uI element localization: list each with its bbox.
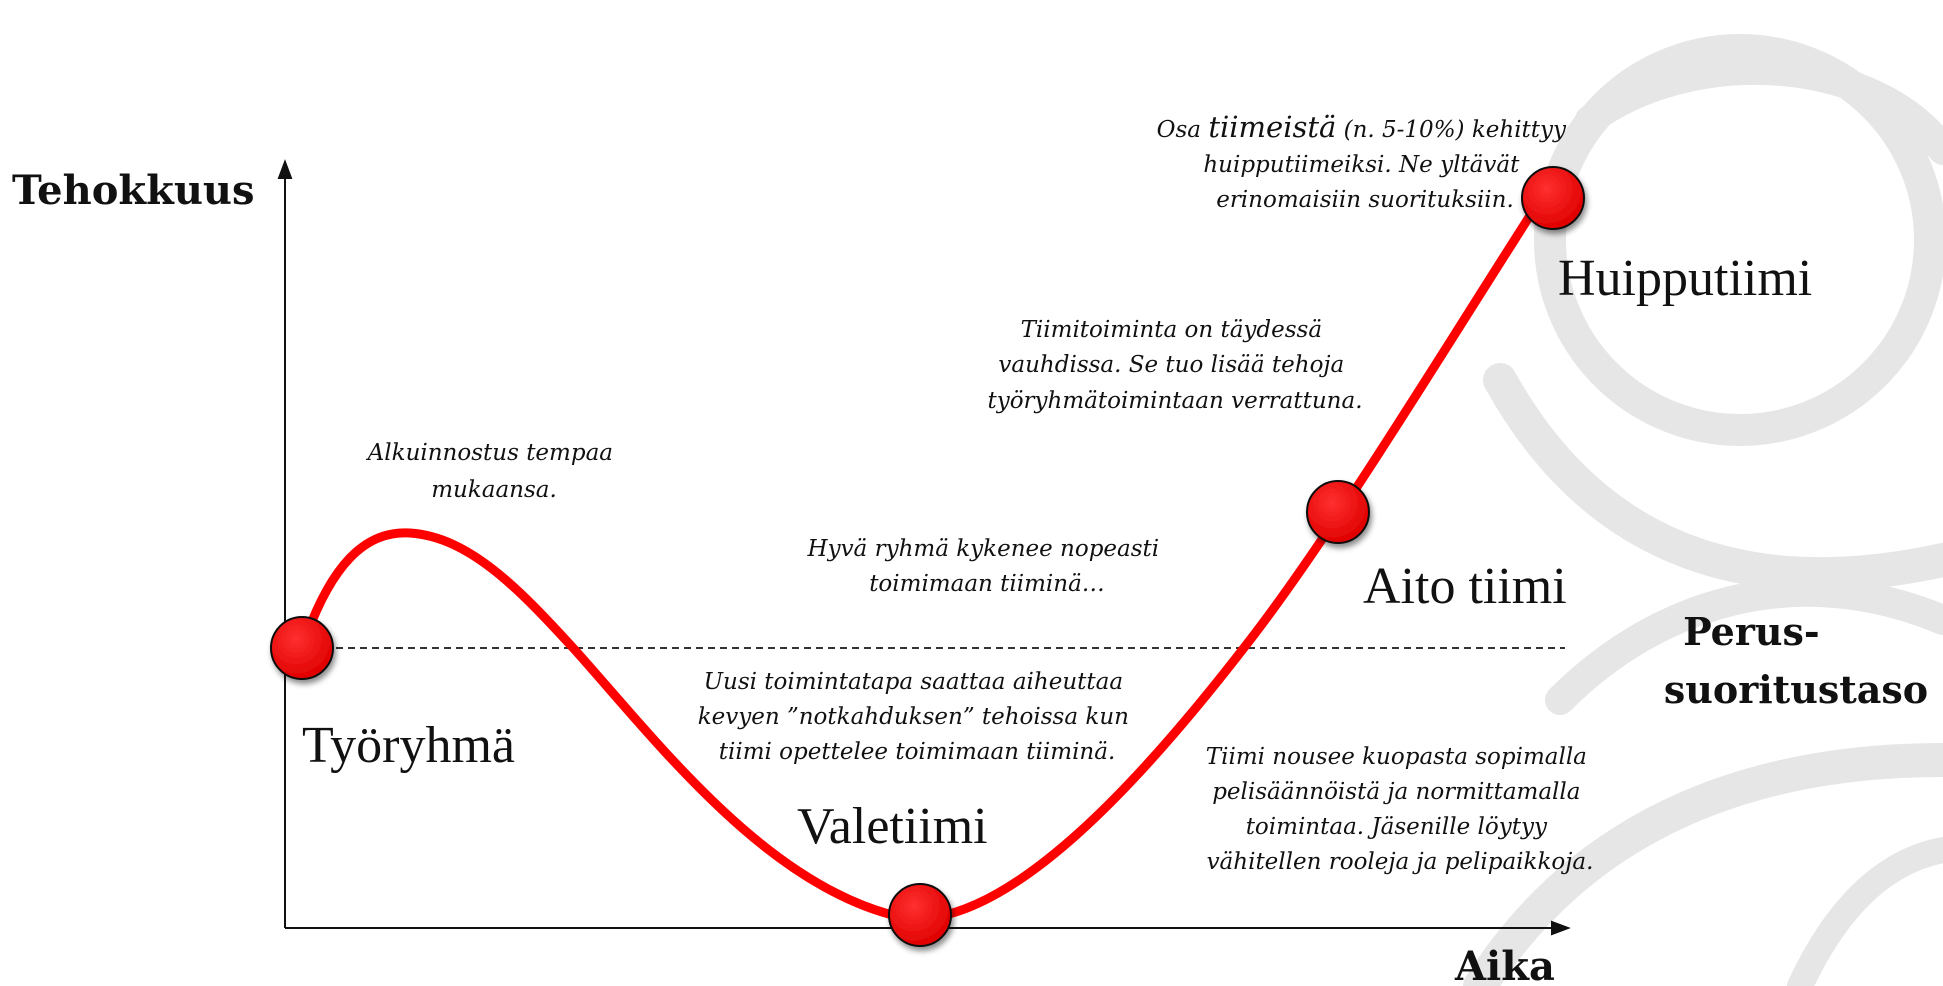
note-alkuinnostus: Alkuinnostus tempaa mukaansa.: [366, 440, 621, 503]
stage-label-tyoryhma: Työryhmä: [302, 717, 515, 774]
marker-tyoryhma: [270, 616, 334, 680]
note-huippu: Osa tiimeistä (n. 5-10%) kehittyy huippu…: [1157, 110, 1574, 213]
stage-label-aito-tiimi: Aito tiimi: [1363, 558, 1567, 615]
x-axis-title: Aika: [1454, 943, 1555, 986]
marker-huipputiimi: [1521, 166, 1585, 230]
stage-label-valetiimi: Valetiimi: [797, 798, 988, 855]
marker-valetiimi: [888, 883, 952, 947]
x-axis-arrowhead: [1551, 920, 1571, 936]
note-tiimitoiminta: Tiimitoiminta on täydessä vauhdissa. Se …: [987, 317, 1362, 414]
stage-markers: [270, 166, 1585, 947]
note-kuoppa: Tiimi nousee kuopasta sopimalla pelisään…: [1206, 744, 1594, 875]
y-axis-arrowhead: [277, 159, 293, 179]
watermark-logo-image: [1463, 34, 1943, 986]
y-axis-title: Tehokkuus: [12, 167, 255, 214]
baseline-label-line-2: suoritustaso: [1664, 667, 1928, 712]
stage-label-huipputiimi: Huipputiimi: [1558, 250, 1812, 307]
baseline-label-line-1: Perus-: [1683, 609, 1820, 654]
baseline-label: Perus- suoritustaso: [1664, 609, 1928, 712]
note-hyva-ryhma: Hyvä ryhmä kykenee nopeasti toimimaan ti…: [807, 536, 1167, 597]
marker-aito-tiimi: [1306, 480, 1370, 544]
note-notkahdus: Uusi toimintatapa saattaa aiheuttaa kevy…: [698, 669, 1137, 765]
